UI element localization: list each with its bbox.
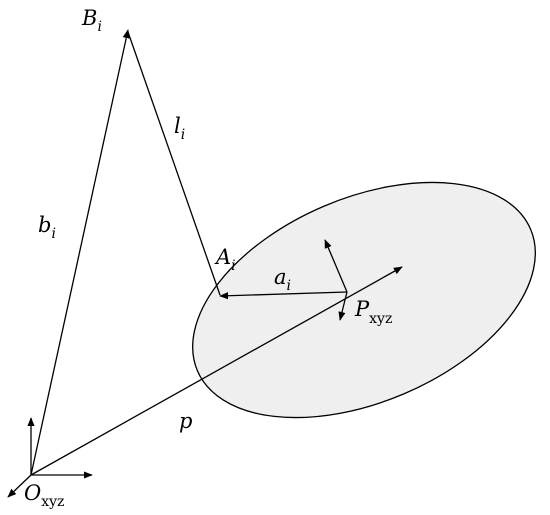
- local-axis-short: [338, 291, 348, 321]
- vector-a: [219, 291, 348, 300]
- vector-p: [30, 266, 403, 476]
- base-axis-x: [7, 474, 32, 498]
- label-p-upper: Pxyz: [354, 297, 392, 327]
- label-b-upper: Bi: [81, 6, 102, 35]
- label-o: Oxyz: [24, 481, 64, 510]
- label-l: li: [174, 114, 185, 143]
- local-axis-up: [324, 239, 348, 293]
- label-a-lower: ai: [274, 265, 291, 294]
- label-p-lower: p: [179, 409, 192, 433]
- leg-l: [127, 31, 221, 296]
- moving-platform: [192, 181, 536, 419]
- vector-b: [30, 29, 130, 476]
- label-b-lower: bi: [38, 213, 56, 242]
- label-a-upper: Ai: [214, 245, 236, 274]
